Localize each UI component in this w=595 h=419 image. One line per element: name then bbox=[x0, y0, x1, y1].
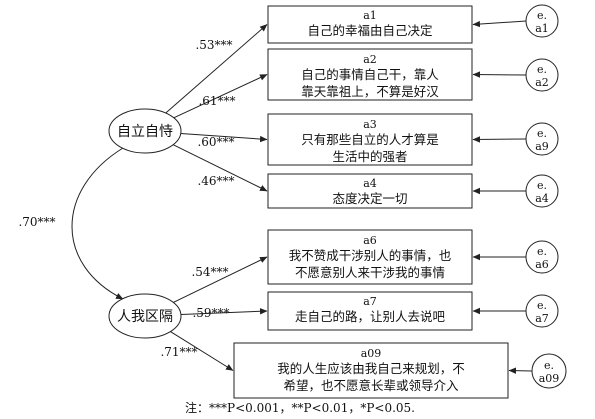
error-arrow bbox=[508, 367, 533, 374]
error-label: a09 bbox=[539, 372, 560, 385]
indicator-text: 不愿意别人来干涉我的事情 bbox=[295, 265, 445, 280]
error-label: a6 bbox=[535, 258, 549, 271]
loading-label: .59*** bbox=[192, 306, 229, 320]
node-layer: .70***自立自恃人我区隔a1自己的幸福由自己决定a2自己的事情自己干，靠人靠… bbox=[18, 4, 567, 399]
loading-arrow bbox=[165, 24, 268, 114]
error-label: a1 bbox=[535, 22, 549, 35]
error-circle bbox=[525, 294, 559, 328]
indicator-text: 只有那些自立的人才算是 bbox=[301, 132, 439, 147]
error-label: e. bbox=[537, 63, 547, 76]
indicator-id: a2 bbox=[363, 53, 377, 66]
indicator-text: 自己的幸福由自己决定 bbox=[307, 23, 432, 38]
indicator-id: a6 bbox=[363, 234, 377, 247]
error-label: e. bbox=[544, 359, 554, 372]
indicator-id: a3 bbox=[363, 118, 377, 131]
indicator-text: 我不赞成干涉别人的事情，也 bbox=[289, 248, 452, 263]
loading-label: .71*** bbox=[160, 345, 197, 359]
error-label: e. bbox=[537, 127, 547, 140]
error-circle bbox=[525, 174, 559, 208]
latent-ellipse bbox=[108, 293, 182, 339]
error-label: a2 bbox=[535, 76, 549, 89]
error-arrow bbox=[472, 20, 527, 28]
loading-arrow bbox=[172, 144, 268, 192]
error-arrow bbox=[472, 71, 527, 78]
indicator-id: a1 bbox=[363, 9, 377, 22]
correlation-label: .70*** bbox=[18, 215, 55, 229]
indicator-box bbox=[267, 173, 473, 209]
indicator-box bbox=[267, 5, 473, 44]
connector-layer bbox=[71, 20, 533, 374]
indicator-box bbox=[267, 113, 473, 166]
loading-arrow bbox=[173, 256, 268, 303]
latent-label: 人我区隔 bbox=[117, 309, 173, 325]
indicator-text: 走自己的路，让别人去说吧 bbox=[295, 309, 446, 324]
indicator-text: 希望，也不愿意长辈或领导介入 bbox=[283, 378, 459, 393]
loading-label: .61*** bbox=[198, 94, 235, 108]
error-circle bbox=[531, 353, 567, 389]
error-label: a7 bbox=[535, 312, 549, 325]
latent-label: 自立自恃 bbox=[117, 124, 173, 140]
loading-label: .53*** bbox=[195, 38, 232, 52]
indicator-id: a7 bbox=[363, 295, 377, 308]
indicator-text: 生活中的强者 bbox=[332, 149, 407, 164]
error-label: e. bbox=[537, 245, 547, 258]
indicator-box bbox=[233, 342, 509, 399]
correlation-curve bbox=[71, 141, 131, 300]
loading-label: .46*** bbox=[197, 174, 234, 188]
indicator-text: 态度决定一切 bbox=[332, 191, 407, 206]
indicator-id: a4 bbox=[363, 177, 377, 190]
indicator-id: a09 bbox=[361, 347, 382, 360]
loading-arrow bbox=[170, 331, 234, 371]
error-arrow bbox=[472, 136, 527, 143]
indicator-box bbox=[267, 291, 473, 331]
indicator-text: 自己的事情自己干，靠人 bbox=[301, 67, 439, 82]
indicator-text: 我的人生应该由我自己来规划，不 bbox=[277, 361, 465, 376]
loading-label: .54*** bbox=[191, 265, 228, 279]
error-label: e. bbox=[537, 179, 547, 192]
indicator-box bbox=[267, 229, 473, 285]
error-label: a4 bbox=[535, 192, 549, 205]
latent-ellipse bbox=[108, 108, 182, 154]
significance-note: 注：***P<0.001，**P<0.01，*P<0.05. bbox=[185, 400, 415, 415]
indicator-text: 靠天靠祖上，不算是好汉 bbox=[301, 84, 439, 99]
loading-arrow bbox=[180, 132, 268, 143]
loading-arrow bbox=[173, 74, 268, 119]
error-circle bbox=[525, 122, 559, 156]
error-circle bbox=[525, 240, 559, 274]
loading-label: .60*** bbox=[197, 135, 234, 149]
error-label: a9 bbox=[535, 140, 549, 153]
error-label: e. bbox=[537, 299, 547, 312]
error-circle bbox=[525, 4, 559, 38]
error-label: e. bbox=[537, 9, 547, 22]
indicator-box bbox=[267, 48, 473, 101]
error-circle bbox=[525, 58, 559, 92]
loading-arrow bbox=[180, 308, 268, 316]
